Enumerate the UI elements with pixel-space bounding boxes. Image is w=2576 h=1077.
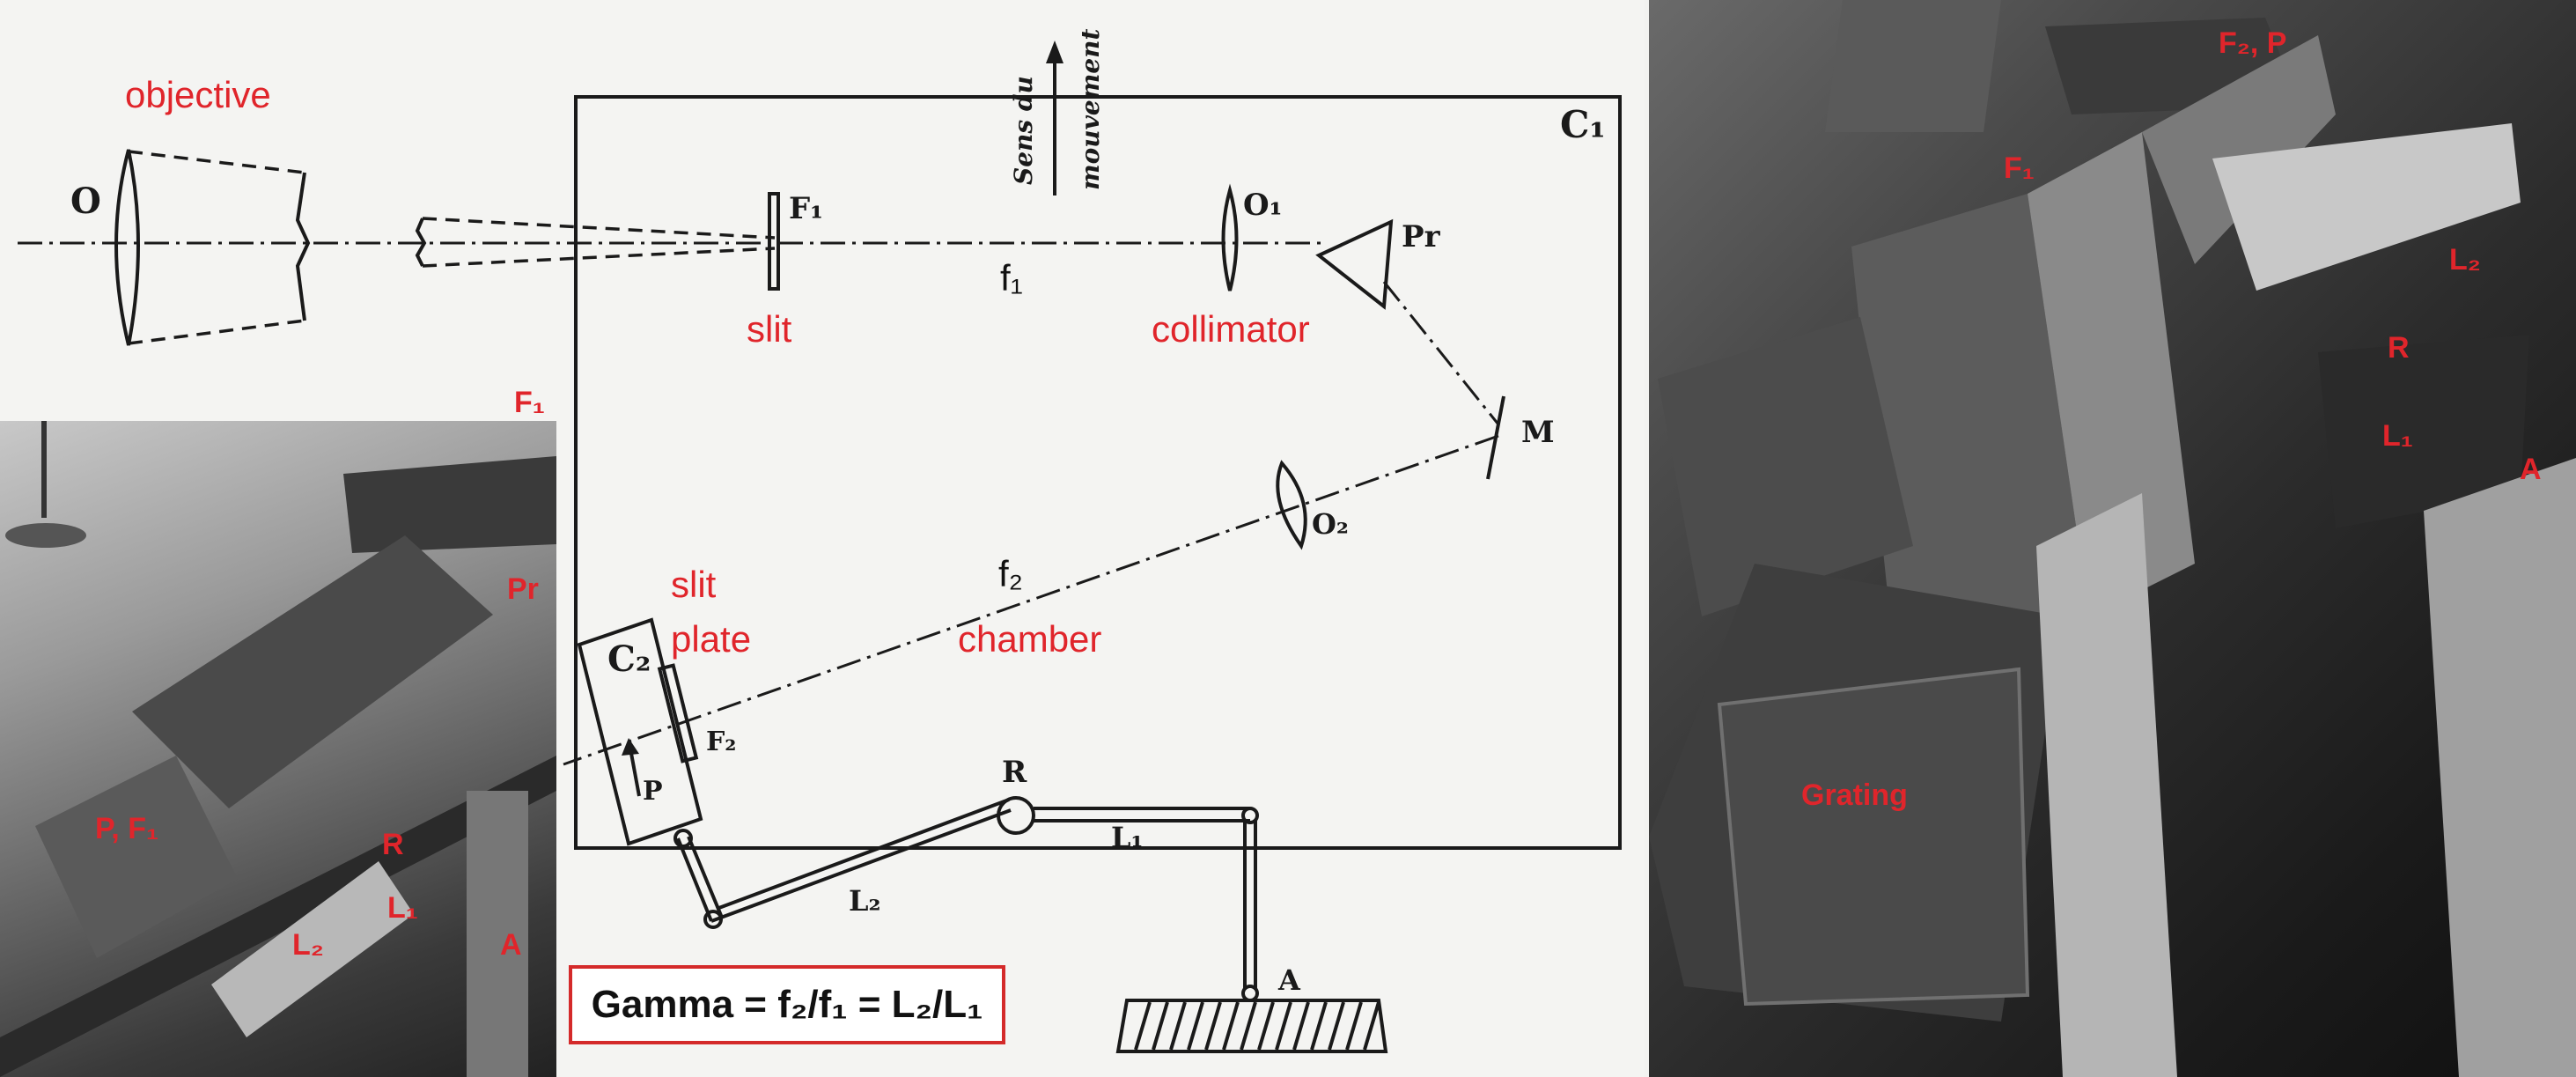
right-photograph — [1649, 0, 2576, 1077]
beam-mirror-plate — [563, 434, 1499, 766]
pivot-plate — [673, 829, 693, 848]
right-photo-shapes — [1649, 0, 2576, 1077]
prism — [1315, 218, 1394, 310]
annotation-collimator: collimator — [1152, 308, 1310, 350]
annotation-f2: f₂ — [998, 553, 1023, 594]
left-photograph — [0, 421, 556, 1077]
left-label-a: A — [500, 928, 522, 962]
plate-holder-c2 — [577, 617, 703, 846]
left-label-l1: L₁ — [387, 891, 418, 925]
lever-l2-d — [716, 798, 1010, 911]
annotation-slit: slit — [747, 308, 792, 350]
plate-f2 — [657, 663, 699, 763]
pivot-r — [997, 796, 1035, 835]
formula-box: Gamma = f₂/f₁ = L₂/L₁ — [569, 965, 1005, 1044]
left-label-r: R — [382, 828, 404, 861]
label-o1: O₁ — [1243, 188, 1283, 223]
pivot-a — [1241, 985, 1259, 1002]
lever-l2-a — [676, 837, 713, 922]
left-label-f1: F₁ — [514, 386, 545, 419]
annotation-f1: f₁ — [1000, 257, 1023, 299]
left-label-pr: Pr — [507, 572, 539, 606]
ground-base — [1115, 999, 1388, 1053]
objective-lens — [114, 149, 140, 346]
objective-tube-bottom — [128, 319, 305, 345]
label-sens-du: Sens du — [1009, 76, 1038, 185]
label-c2: C₂ — [607, 638, 651, 680]
cone-top — [422, 217, 776, 240]
slit-f1 — [768, 192, 780, 291]
annotation-slit-plate-2: plate — [671, 618, 752, 660]
label-mouvement: mouvement — [1076, 28, 1105, 190]
label-m: M — [1521, 415, 1555, 450]
left-photo-shapes — [0, 421, 556, 1077]
label-c1: C₁ — [1560, 103, 1606, 146]
label-o: O — [70, 181, 101, 222]
annotation-objective: objective — [125, 74, 271, 115]
label-f2: F₂ — [706, 727, 736, 757]
right-label-l2: L₂ — [2449, 243, 2481, 277]
objective-tube-top — [128, 150, 305, 174]
label-l1: L₁ — [1111, 821, 1144, 854]
instrument-box-c1 — [574, 95, 1622, 850]
label-r: R — [1002, 755, 1027, 790]
right-label-f1: F₁ — [2004, 151, 2035, 185]
label-o2: O₂ — [1312, 507, 1349, 541]
diagram-panel: O F₁ O₁ Pr M O₂ C₁ C₂ F₂ P R L₁ L₂ A Sen… — [0, 28, 1622, 1077]
plate-arrow — [629, 748, 641, 797]
lever-l2-b — [687, 836, 724, 918]
right-label-grating: Grating — [1801, 778, 1908, 812]
cone-bottom — [422, 247, 776, 268]
right-label-l1: L₁ — [2382, 419, 2413, 453]
chamber-lens — [1276, 460, 1307, 550]
movement-arrowhead — [1046, 41, 1064, 63]
optical-schematic: O F₁ O₁ Pr M O₂ C₁ C₂ F₂ P R L₁ L₂ A Sen… — [18, 28, 1622, 1053]
label-p: P — [643, 776, 663, 807]
plate-arrowhead — [622, 738, 639, 756]
beam-prism-mirror — [1382, 281, 1500, 425]
pivot-lower — [703, 910, 723, 929]
label-a: A — [1277, 963, 1301, 997]
label-l2: L₂ — [849, 884, 881, 918]
annotation-slit-plate-1: slit — [671, 564, 717, 605]
left-label-pf1: P, F₁ — [95, 812, 159, 845]
label-f1: F₁ — [789, 191, 823, 226]
annotation-chamber: chamber — [958, 618, 1102, 660]
lever-l2-c — [710, 808, 1012, 923]
label-pr: Pr — [1402, 219, 1441, 254]
right-label-a: A — [2520, 453, 2542, 486]
left-label-l2: L₂ — [292, 928, 324, 962]
ground-hatching — [1134, 1001, 1380, 1051]
objective-tube-end — [415, 218, 427, 267]
objective-tube-break — [295, 172, 311, 321]
right-label-r: R — [2388, 331, 2410, 365]
collimator-lens — [1221, 183, 1239, 291]
right-label-f2p: F₂, P — [2219, 26, 2287, 60]
pivot-l1 — [1241, 807, 1259, 824]
